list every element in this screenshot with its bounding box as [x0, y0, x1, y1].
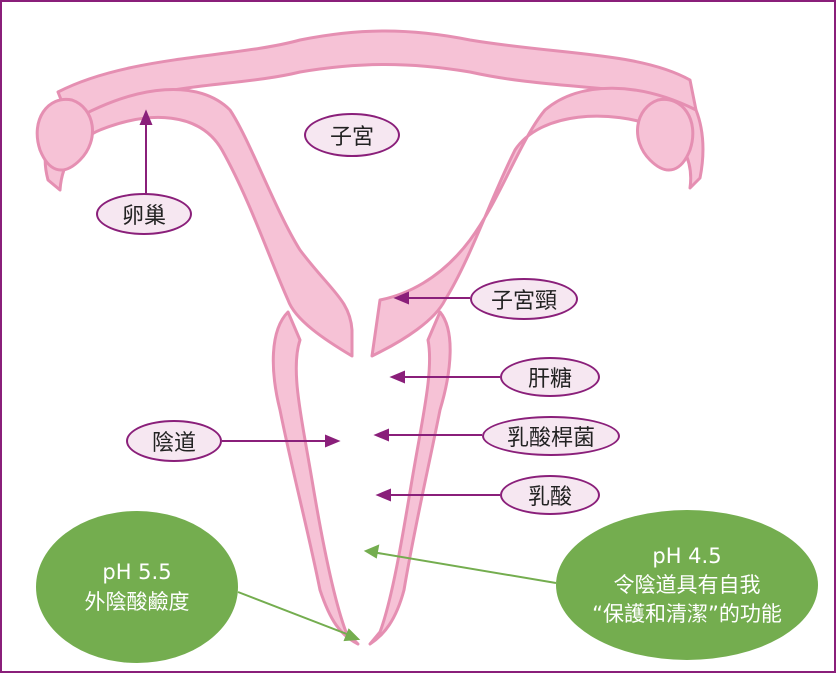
outer-ph-callout: pH 5.5 外陰酸鹼度 [36, 511, 238, 663]
right-ovary [636, 97, 695, 172]
lactic-acid-arrowhead [375, 488, 391, 502]
inner-ph-arrowhead [363, 544, 380, 559]
ovary-label: 卵巢 [96, 193, 192, 235]
glycogen-label: 肝糖 [500, 357, 600, 397]
left-ovary [35, 97, 94, 172]
inner-ph-desc-1: 令陰道具有自我 [613, 572, 761, 597]
outer-ph-arrow-line [237, 591, 353, 637]
lactobacillus-label: 乳酸桿菌 [482, 416, 620, 456]
vagina-left-wall [271, 310, 360, 646]
lactobacillus-arrowhead [373, 428, 389, 442]
vagina-right-wall [368, 310, 452, 646]
uterus-label: 子宮 [304, 113, 400, 157]
inner-ph-arrow-line [371, 551, 557, 584]
outer-ph-value: pH 5.5 [102, 560, 172, 584]
lactic-acid-label: 乳酸 [500, 475, 600, 515]
inner-ph-callout: pH 4.5 令陰道具有自我 “保護和清潔”的功能 [556, 510, 818, 660]
outer-ph-desc: 外陰酸鹼度 [84, 590, 190, 614]
glycogen-arrowhead [389, 370, 405, 384]
callout-arrows [237, 544, 557, 642]
cervix-arrowhead [393, 291, 409, 305]
inner-ph-desc-2: “保護和清潔”的功能 [592, 601, 782, 626]
uterus-organ [35, 29, 705, 646]
vagina-label: 陰道 [126, 420, 222, 462]
inner-ph-value: pH 4.5 [652, 543, 722, 568]
outer-ph-arrowhead [343, 628, 361, 642]
pointer-arrows [139, 109, 500, 502]
cervix-label: 子宮頸 [470, 278, 578, 320]
ovary-arrowhead [139, 109, 153, 125]
vagina-arrowhead [325, 434, 341, 448]
